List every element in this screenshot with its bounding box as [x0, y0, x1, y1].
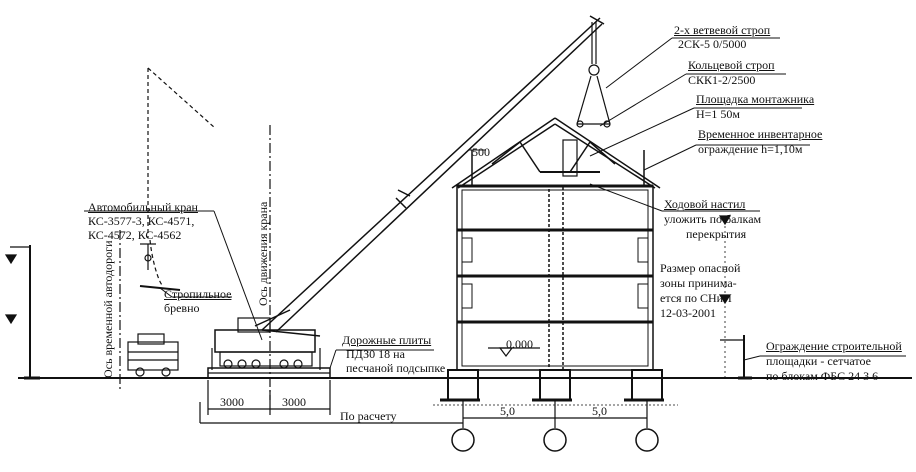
fence-height: ограждение h=1,10м — [698, 142, 803, 156]
alternate-boom — [147, 67, 216, 286]
dim-3000-left: 3000 — [220, 395, 244, 409]
platform-title: Площадка монтажника — [696, 92, 815, 106]
site-fence-line1: Ограждение строительной — [766, 339, 902, 353]
left-fence — [4, 245, 40, 380]
danger-zone-line4: 12-03-2001 — [660, 306, 716, 320]
ring-sling-title: Кольцевой строп — [688, 58, 775, 72]
crane-models-1: КС-3577-3, КС-4571, — [88, 214, 195, 228]
building — [440, 117, 664, 402]
danger-zone-line2: зоны принима- — [660, 276, 737, 290]
beam-label-2: бревно — [164, 301, 200, 315]
walkway-title: Ходовой настил — [664, 197, 746, 211]
level-marker — [488, 347, 540, 357]
site-fence-line2: площадки - сетчатое — [766, 354, 871, 368]
crane-axis-label: Ось движения крана — [256, 201, 270, 306]
ring-sling-code: СКК1-2/2500 — [688, 73, 756, 87]
leader-lines — [84, 37, 906, 369]
sling-code: 2СК-5 0/5000 — [678, 37, 747, 51]
dim-calc: По расчету — [340, 409, 397, 423]
plates-base: песчаной подсыпке — [346, 361, 446, 375]
boom-clearance: 500 — [472, 145, 490, 159]
danger-zone-line3: ется по СНиП — [660, 291, 732, 305]
dim-5-right: 5,0 — [592, 404, 607, 418]
platform-height: Н=1 50м — [696, 107, 741, 121]
crane-models-2: КС-4572, КС-4562 — [88, 228, 182, 242]
site-fence-line3: по блокам ФБС 24 3 6 — [766, 369, 879, 383]
fence-title: Временное инвентарное — [698, 127, 823, 141]
crane-title: Автомобильный кран — [88, 200, 198, 214]
danger-zone-line1: Размер опасной — [660, 261, 741, 275]
dim-5-left: 5,0 — [500, 404, 515, 418]
sling-title: 2-х ветвевой строп — [674, 23, 771, 37]
road-plates — [207, 367, 331, 379]
road-axis-label: Ось временной автодороги — [101, 240, 115, 378]
crane-boom — [254, 15, 605, 337]
walkway-line3: перекрытия — [686, 227, 747, 241]
right-fence — [718, 215, 752, 380]
plates-code: ПДЗ0 18 на — [346, 347, 405, 361]
walkway-line2: уложить по балкам — [664, 212, 762, 226]
plates-title: Дорожные плиты — [342, 333, 432, 347]
beam-label-1: Стропильное — [164, 287, 232, 301]
hook-and-slings — [576, 22, 611, 128]
truck — [127, 333, 179, 377]
level-mark: 0.000 — [506, 337, 533, 351]
suspended-log — [139, 243, 181, 291]
dimension-lines — [199, 380, 678, 424]
axis-markers — [451, 400, 659, 452]
dim-3000-right: 3000 — [282, 395, 306, 409]
